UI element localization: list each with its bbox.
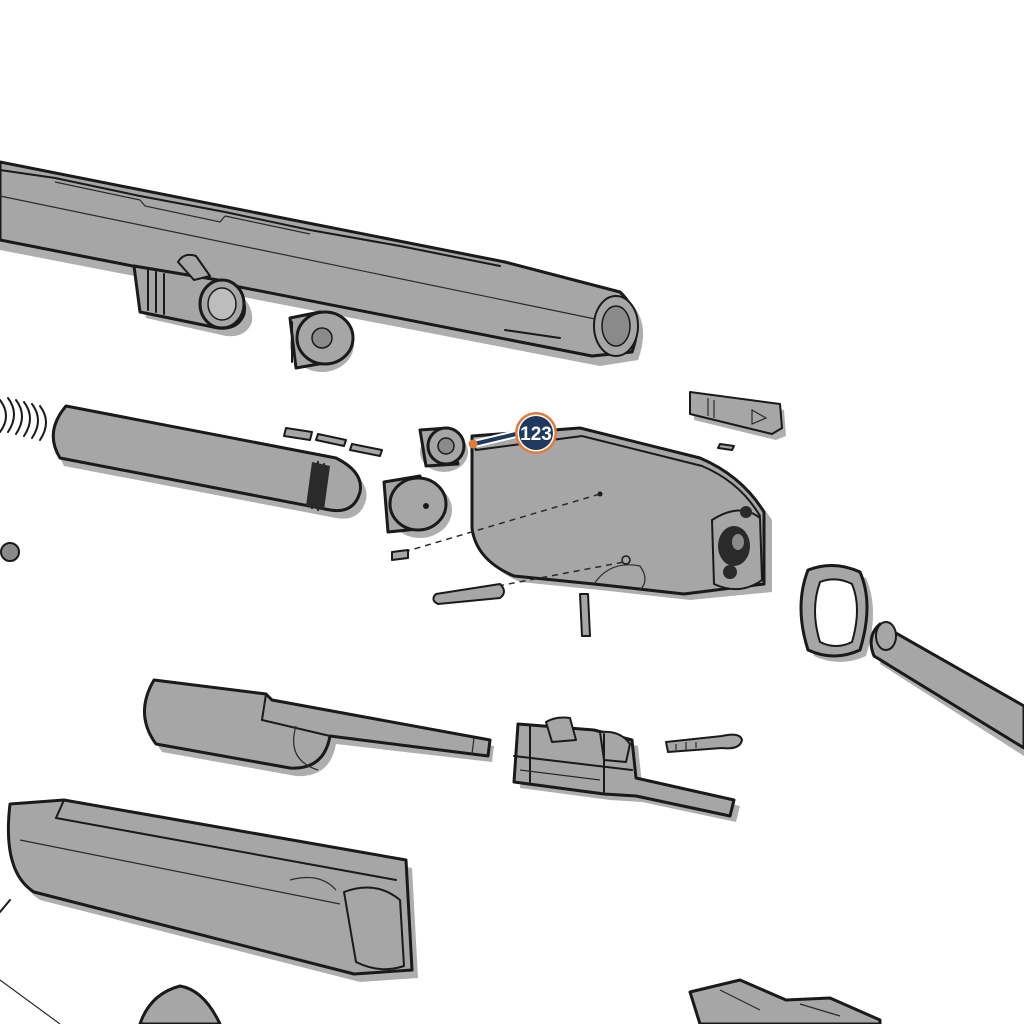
magazine-plug bbox=[382, 474, 452, 538]
forearm bbox=[0, 798, 419, 982]
action-slide bbox=[143, 678, 494, 777]
trigger-pin bbox=[432, 583, 505, 605]
callout-leader-line bbox=[472, 432, 518, 446]
bushing bbox=[418, 426, 468, 472]
small-pins bbox=[0, 427, 383, 562]
barrel bbox=[0, 160, 644, 366]
firing-pin bbox=[665, 733, 743, 753]
trigger-group-fragment bbox=[688, 978, 882, 1024]
action-bar-tube bbox=[869, 621, 1024, 756]
assembly-lines bbox=[403, 493, 625, 587]
recoil-pad-plug bbox=[288, 310, 355, 372]
callout-label: 123 bbox=[520, 424, 552, 445]
callout-anchor-dot bbox=[468, 439, 478, 449]
vertical-pin bbox=[579, 593, 591, 637]
barrel-ring-assembly bbox=[132, 253, 253, 337]
callout-badge[interactable] bbox=[519, 416, 553, 450]
trigger-guard-ring bbox=[799, 564, 873, 662]
callout-123[interactable]: 123 bbox=[468, 412, 558, 454]
stock-fragment bbox=[0, 979, 222, 1024]
bolt bbox=[512, 716, 740, 822]
magazine-tube bbox=[51, 404, 367, 519]
cartridge-stop bbox=[689, 391, 786, 440]
receiver bbox=[470, 426, 772, 600]
detent-pin bbox=[717, 443, 735, 451]
magazine-spring bbox=[0, 397, 47, 441]
small-screw bbox=[391, 549, 409, 561]
